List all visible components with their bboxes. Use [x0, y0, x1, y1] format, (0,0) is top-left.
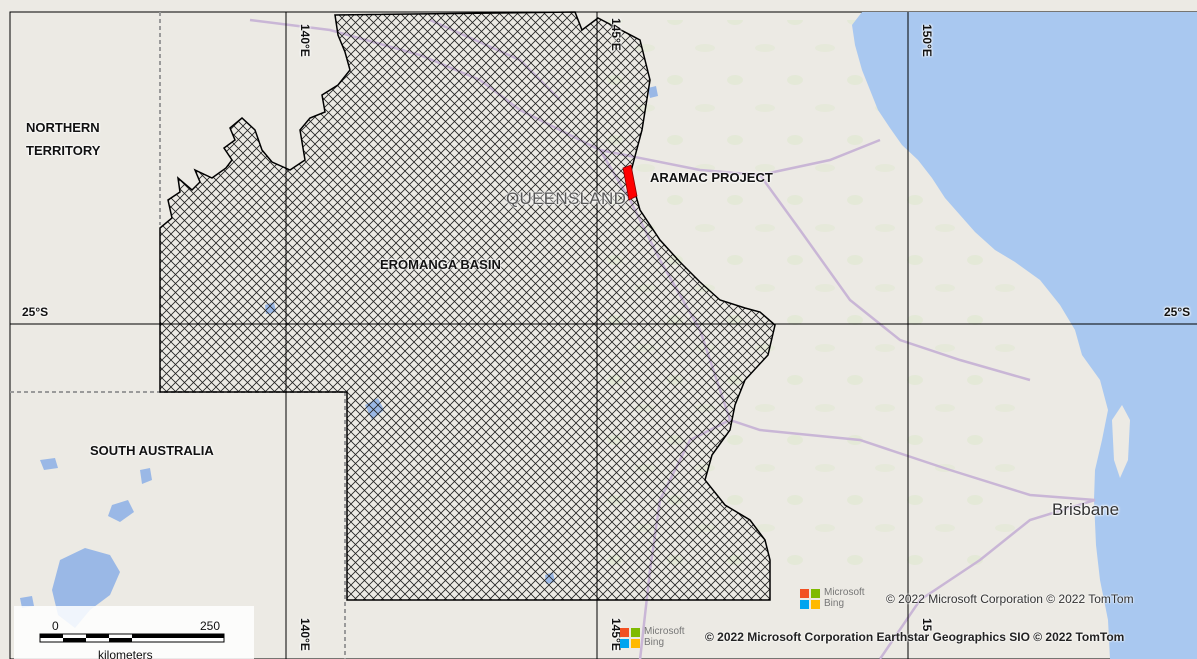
scale-bar-graphic [39, 633, 225, 643]
lon-150-top-label: 150°E [920, 24, 934, 57]
bing-word2: Bing [824, 597, 845, 609]
coral-sea [852, 12, 1197, 659]
bing-word1-2: Microsoft [644, 626, 685, 637]
northern-territory-label-line2: TERRITORY [26, 143, 101, 158]
microsoft-logo-icon [800, 588, 820, 609]
eromanga-basin-label: EROMANGA BASIN [380, 257, 501, 272]
fraser-island [1112, 405, 1130, 478]
aramac-project-label: ARAMAC PROJECT [650, 170, 773, 185]
graticule [10, 12, 1197, 659]
south-australia-label: SOUTH AUSTRALIA [90, 443, 214, 458]
northern-territory-label: NORTHERN [26, 120, 100, 135]
scale-bar: 0 250 kilometers [14, 606, 254, 659]
eromanga-basin-area [159, 11, 776, 601]
aramac-project-area [622, 164, 638, 201]
attribution-line2: © 2022 Microsoft Corporation Earthstar G… [705, 630, 1125, 644]
microsoft-logo-icon-2 [620, 627, 640, 648]
queensland-label: QUEENSLAND [506, 189, 627, 208]
lon-140-bottom-label: 140°E [298, 618, 312, 651]
lon-145-top-label: 145°E [609, 18, 623, 51]
lat-25-right-label: 25°S [1164, 305, 1191, 319]
bing-word1: Microsoft [824, 587, 865, 598]
attribution-line1: © 2022 Microsoft Corporation © 2022 TomT… [886, 592, 1134, 606]
bing-word2-2: Bing [644, 636, 665, 648]
brisbane-label: Brisbane [1052, 500, 1120, 519]
scale-unit-label: kilometers [98, 648, 153, 659]
scale-end-label: 250 [200, 619, 221, 633]
lon-140-top-label: 140°E [298, 24, 312, 57]
map-frame [9, 11, 1197, 659]
state-borders [10, 12, 346, 659]
scale-start-label: 0 [52, 619, 59, 633]
lat-25-left-label: 25°S [22, 305, 49, 319]
